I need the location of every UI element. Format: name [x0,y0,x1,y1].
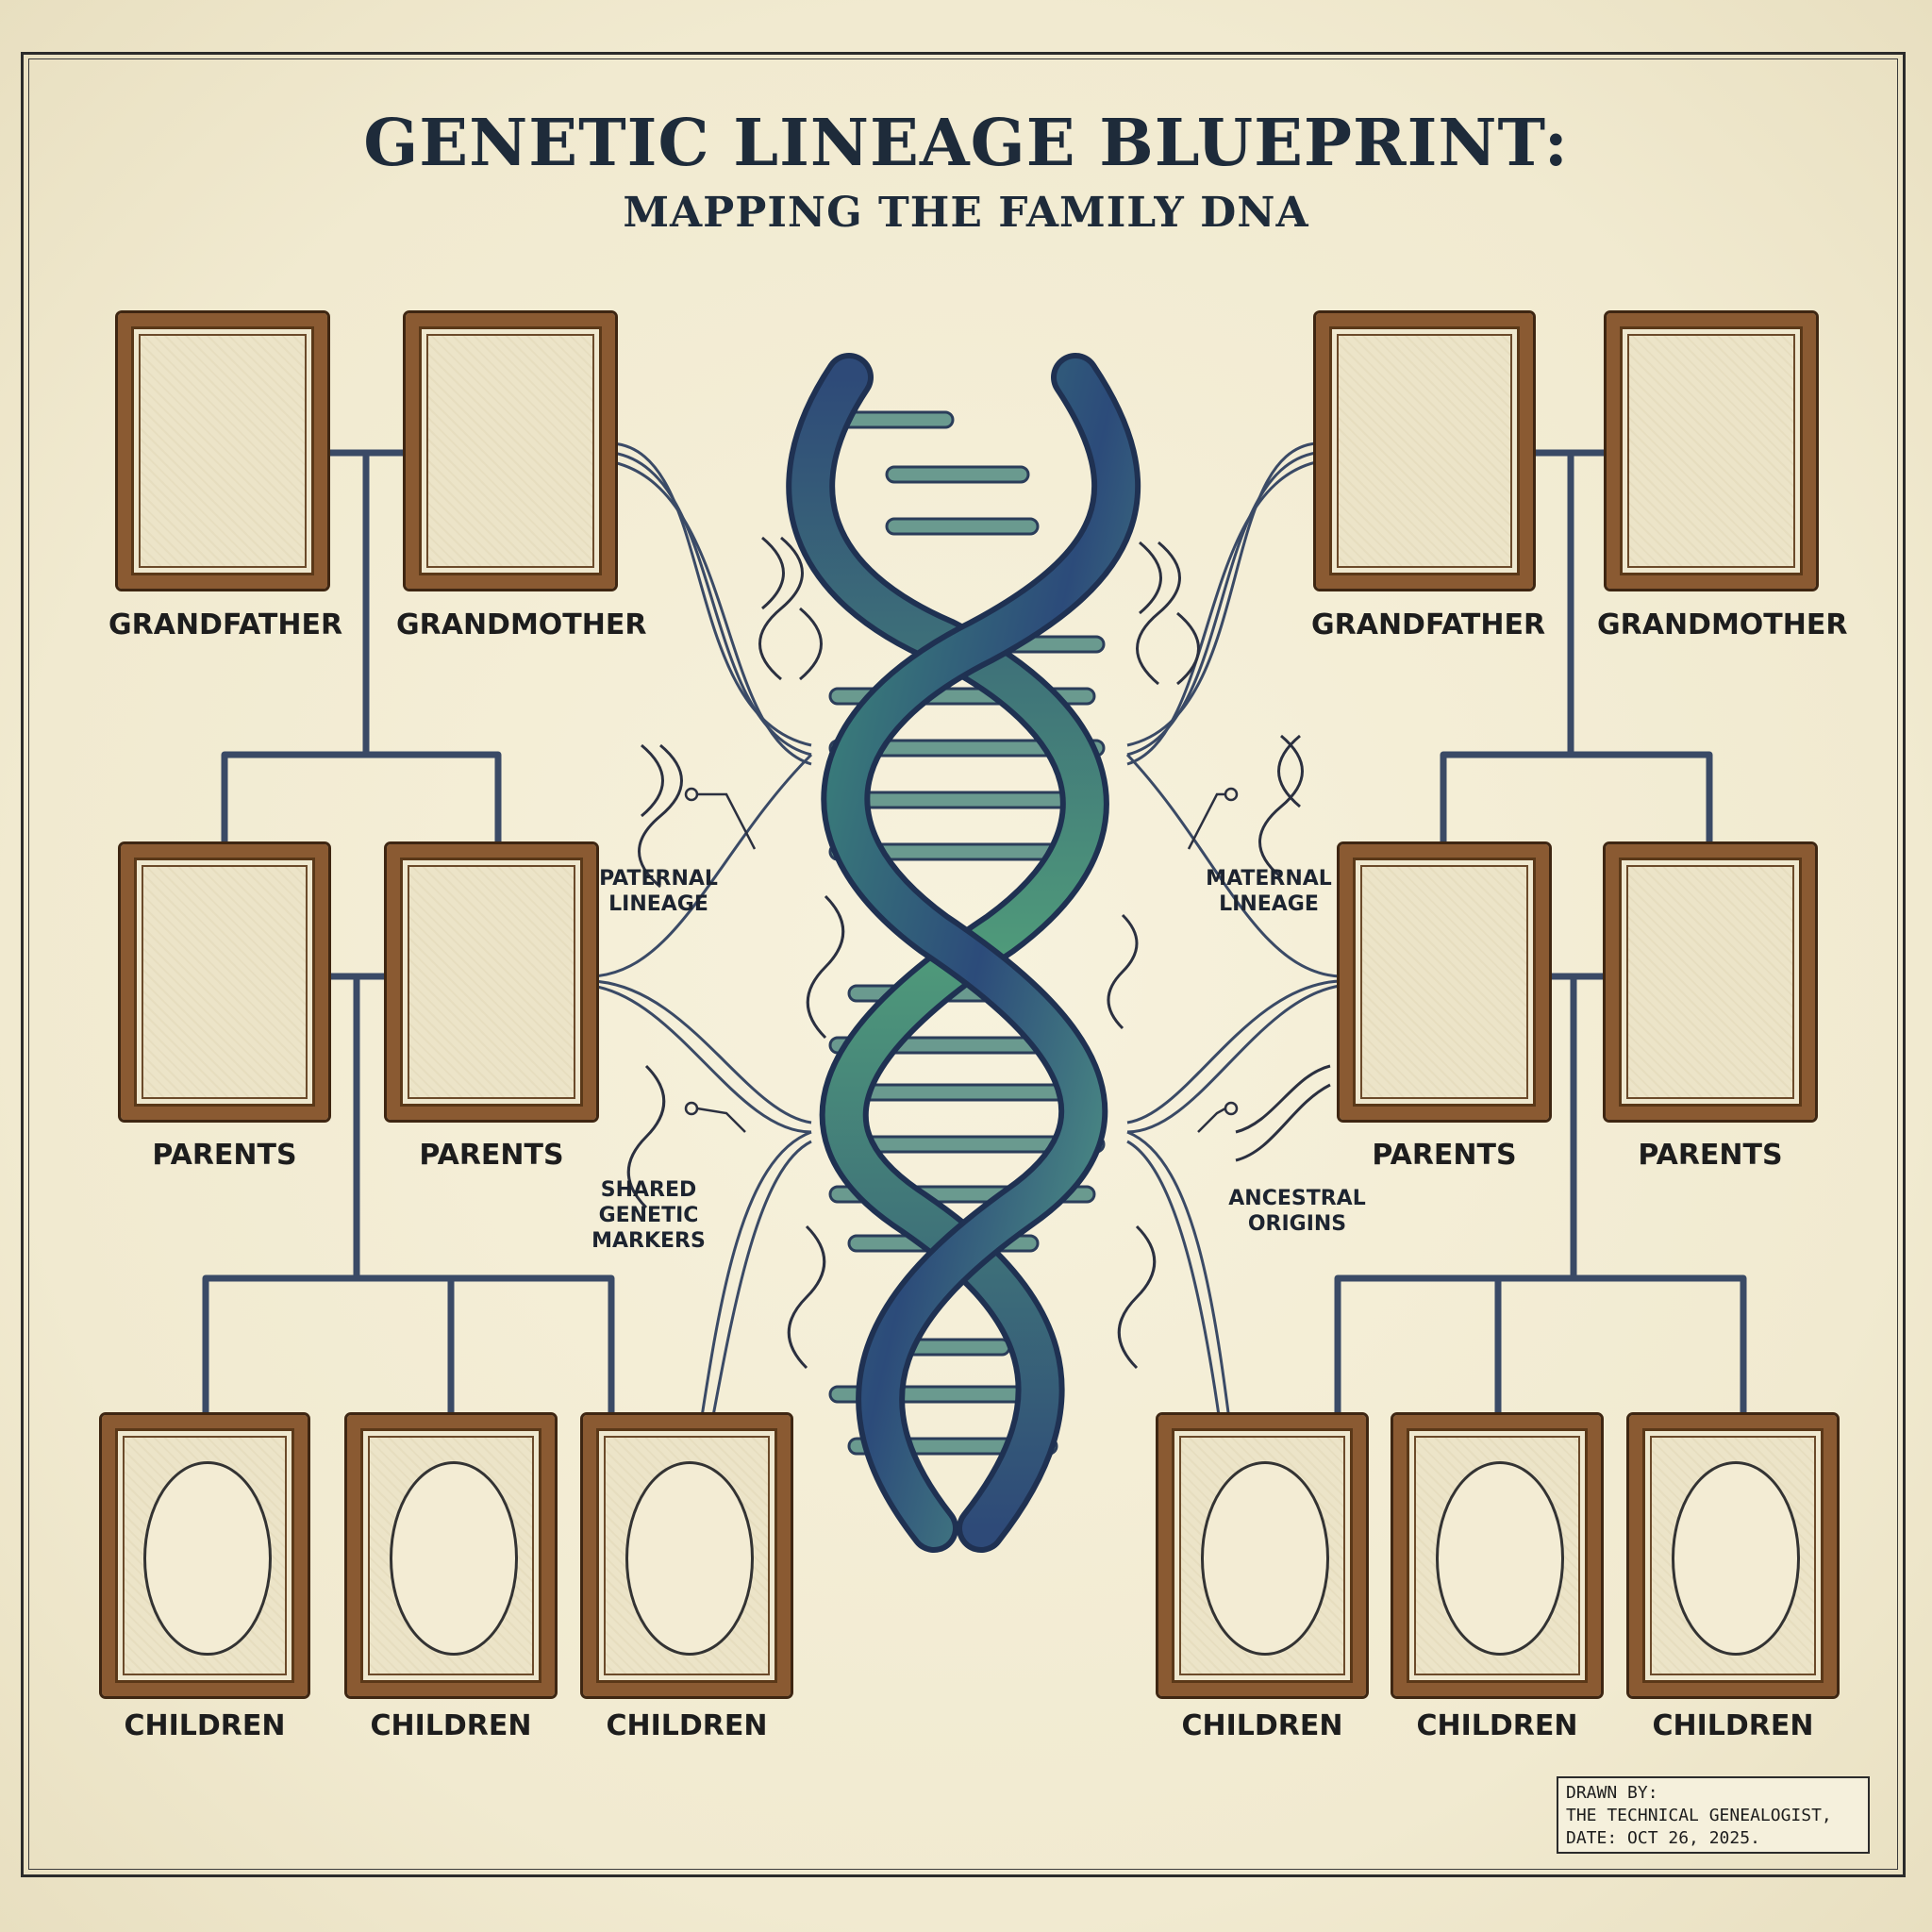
label-right-grandfather: GRANDFATHER [1311,608,1546,641]
frame-left-child-1 [99,1412,310,1699]
frame-right-grandmother [1604,310,1819,591]
portrait-left-parent-2 [408,865,575,1099]
frame-right-child-3 [1626,1412,1840,1699]
portrait-right-child-1 [1200,1461,1330,1656]
mini-dna-icon [806,894,845,1040]
portrait-right-grandfather [1337,334,1512,568]
outer-border [21,52,1906,1877]
label-left-grandfather: GRANDFATHER [108,608,343,641]
portrait-left-child-1 [143,1461,272,1656]
frame-right-child-1 [1156,1412,1369,1699]
label-right-parent-1: PARENTS [1372,1139,1517,1172]
frame-right-parent-1 [1337,841,1552,1123]
left-parents-to-children [202,973,615,1419]
mini-dna-icon [1117,1224,1157,1370]
portrait-right-grandmother [1627,334,1795,568]
mini-dna-icon [758,536,823,681]
frame-left-child-3 [580,1412,793,1699]
portrait-left-child-3 [625,1461,755,1656]
label-left-child-2: CHILDREN [370,1709,532,1742]
right-parents-to-children [1334,973,1747,1419]
portrait-left-child-2 [389,1461,519,1656]
label-right-child-1: CHILDREN [1181,1709,1343,1742]
portrait-left-grandmother [426,334,594,568]
mini-dna-icon [787,1224,826,1370]
portrait-right-parent-2 [1626,865,1794,1099]
mini-dna-icon [1136,541,1200,686]
annotation-shared-genetic-markers: SHARED GENETIC MARKERS [591,1178,706,1253]
frame-left-grandfather [115,310,330,591]
mini-dna-icon [638,743,683,889]
mini-dna-icon [626,1064,666,1209]
frame-right-parent-2 [1603,841,1818,1123]
frame-right-grandfather [1313,310,1536,591]
annotation-maternal-lineage: MATERNAL LINEAGE [1206,867,1332,916]
portrait-left-grandfather [139,334,307,568]
frame-right-child-2 [1391,1412,1604,1699]
label-right-parent-2: PARENTS [1638,1139,1783,1172]
dna-helix [786,353,1141,1553]
label-left-parent-2: PARENTS [419,1139,564,1172]
left-grandparents-to-parents [221,449,502,848]
label-left-child-3: CHILDREN [606,1709,768,1742]
portrait-left-parent-1 [142,865,308,1099]
label-right-grandmother: GRANDMOTHER [1597,608,1848,641]
frame-left-parent-1 [118,841,331,1123]
credit-box: DRAWN BY: THE TECHNICAL GENEALOGIST, DAT… [1557,1776,1870,1854]
right-grandparents-to-parents [1440,449,1713,848]
frame-left-parent-2 [384,841,599,1123]
label-left-child-1: CHILDREN [124,1709,286,1742]
portrait-right-parent-1 [1360,865,1528,1099]
inner-border [28,58,1898,1870]
portrait-right-child-3 [1671,1461,1801,1656]
annotation-leaders [684,787,1239,1133]
tree-connectors [202,449,1747,1419]
label-right-child-3: CHILDREN [1652,1709,1814,1742]
portrait-right-child-2 [1435,1461,1565,1656]
mini-dna-icons [626,536,1331,1370]
page-title: GENETIC LINEAGE BLUEPRINT: [363,106,1569,181]
mini-dna-icon [1235,1064,1331,1162]
mini-dna-icon [1258,734,1304,879]
frame-left-grandmother [403,310,618,591]
annotation-paternal-lineage: PATERNAL LINEAGE [599,867,718,916]
label-left-parent-1: PARENTS [152,1139,297,1172]
annotation-ancestral-origins: ANCESTRAL ORIGINS [1228,1187,1366,1236]
frame-left-child-2 [344,1412,558,1699]
page-subtitle: MAPPING THE FAMILY DNA [623,189,1309,237]
label-left-grandmother: GRANDMOTHER [396,608,647,641]
helix-cables [591,441,1341,1473]
label-right-child-2: CHILDREN [1416,1709,1578,1742]
mini-dna-icon [1107,913,1139,1030]
